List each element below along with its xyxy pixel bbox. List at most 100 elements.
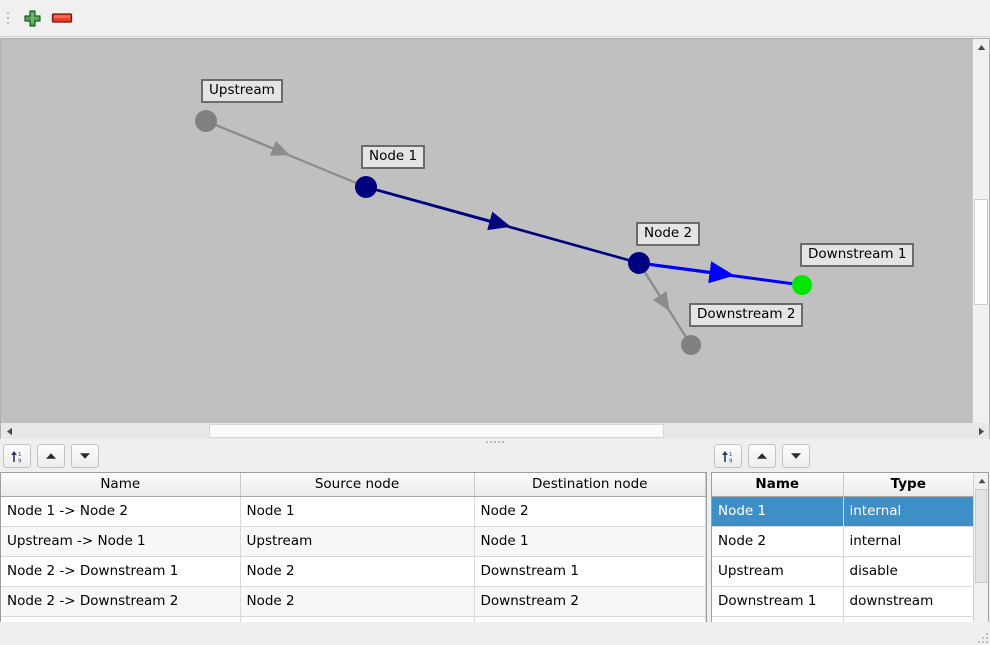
canvas-hscroll-thumb[interactable] bbox=[209, 424, 664, 438]
nodes-table-frame: Name Type Node 1 internal Node 2 interna… bbox=[711, 472, 989, 642]
table-row[interactable]: Node 2 -> Downstream 1 Node 2 Downstream… bbox=[1, 556, 706, 587]
graph-node-node1[interactable] bbox=[355, 176, 377, 198]
edge-upstream-node1-arrow bbox=[205, 119, 290, 156]
canvas-scroll-left-button[interactable] bbox=[1, 423, 17, 439]
edges-cell-destination: Node 1 bbox=[474, 526, 706, 557]
edges-pane-toolbar: 1 9 bbox=[0, 443, 99, 469]
pane-splitter[interactable] bbox=[0, 439, 990, 445]
nodes-scroll-thumb[interactable] bbox=[975, 489, 987, 583]
toolbar-drag-handle[interactable] bbox=[3, 7, 13, 29]
edges-table: Name Source node Destination node Node 1… bbox=[1, 473, 706, 638]
caret-up-icon bbox=[978, 478, 985, 483]
nodes-cell-name: Node 1 bbox=[712, 496, 844, 527]
edges-col-name[interactable]: Name bbox=[1, 473, 241, 497]
remove-node-button[interactable] bbox=[47, 4, 77, 32]
nodes-table-header-row: Name Type bbox=[712, 473, 974, 497]
edges-cell-destination: Node 2 bbox=[474, 496, 706, 527]
svg-text:1: 1 bbox=[18, 452, 21, 458]
sort-ascending-icon: 1 9 bbox=[11, 450, 22, 464]
caret-up-icon bbox=[46, 453, 56, 459]
canvas-horizontal-scrollbar[interactable] bbox=[0, 423, 990, 439]
caret-down-icon bbox=[791, 453, 801, 459]
nodes-move-up-button[interactable] bbox=[748, 444, 776, 468]
edges-cell-destination: Downstream 1 bbox=[474, 556, 706, 587]
caret-up-icon bbox=[757, 453, 767, 459]
edges-table-frame: Name Source node Destination node Node 1… bbox=[0, 472, 707, 642]
edges-cell-destination: Downstream 2 bbox=[474, 586, 706, 617]
window-resize-grip[interactable] bbox=[976, 631, 988, 643]
nodes-cell-name: Downstream 1 bbox=[712, 586, 844, 617]
canvas-scroll-up-button[interactable] bbox=[973, 39, 989, 55]
canvas-vscroll-track[interactable] bbox=[973, 55, 989, 420]
table-row[interactable]: Node 1 -> Node 2 Node 1 Node 2 bbox=[1, 496, 706, 527]
edges-pane: 1 9 Name Source n bbox=[0, 443, 709, 645]
graph-nodes bbox=[195, 110, 812, 355]
table-row[interactable]: Node 2 internal bbox=[712, 526, 974, 557]
graph-edges bbox=[205, 119, 803, 346]
table-row[interactable]: Downstream 1 downstream bbox=[712, 586, 974, 617]
nodes-table: Name Type Node 1 internal Node 2 interna… bbox=[712, 473, 974, 638]
edges-cell-source: Upstream bbox=[240, 526, 475, 557]
red-minus-icon bbox=[51, 13, 73, 23]
nodes-table-scrollbar[interactable] bbox=[973, 473, 988, 641]
nodes-sort-button[interactable]: 1 9 bbox=[714, 444, 742, 468]
edges-cell-source: Node 2 bbox=[240, 586, 475, 617]
table-row[interactable]: Node 1 internal bbox=[712, 496, 974, 527]
nodes-cell-name: Upstream bbox=[712, 556, 844, 587]
nodes-cell-name: Node 2 bbox=[712, 526, 844, 557]
main-toolbar bbox=[0, 0, 990, 37]
nodes-move-down-button[interactable] bbox=[782, 444, 810, 468]
canvas-vertical-scrollbar[interactable] bbox=[972, 39, 989, 436]
caret-right-icon bbox=[978, 427, 984, 435]
caret-up-icon bbox=[977, 44, 986, 50]
edges-move-down-button[interactable] bbox=[71, 444, 99, 468]
caret-down-icon bbox=[80, 453, 90, 459]
edges-move-up-button[interactable] bbox=[37, 444, 65, 468]
graph-canvas[interactable]: Upstream Node 1 Node 2 Downstream 1 Down… bbox=[0, 38, 990, 437]
edges-cell-name: Node 2 -> Downstream 1 bbox=[1, 556, 241, 587]
edge-node2-downstream1-arrow bbox=[638, 261, 735, 284]
table-row[interactable]: Node 2 -> Downstream 2 Node 2 Downstream… bbox=[1, 586, 706, 617]
edges-table-header-row: Name Source node Destination node bbox=[1, 473, 706, 497]
nodes-cell-type: disable bbox=[843, 556, 974, 587]
svg-text:9: 9 bbox=[729, 458, 733, 464]
nodes-cell-type: internal bbox=[843, 526, 974, 557]
graph-node-downstream1[interactable] bbox=[792, 275, 812, 295]
nodes-pane-toolbar: 1 9 bbox=[711, 443, 810, 469]
edges-sort-button[interactable]: 1 9 bbox=[3, 444, 31, 468]
graph-svg bbox=[195, 110, 812, 355]
nodes-col-type[interactable]: Type bbox=[843, 473, 974, 497]
graph-label-downstream1[interactable]: Downstream 1 bbox=[800, 243, 915, 267]
status-bar bbox=[0, 622, 990, 645]
graph-label-node2[interactable]: Node 2 bbox=[636, 222, 701, 246]
add-node-button[interactable] bbox=[17, 4, 47, 32]
nodes-col-name[interactable]: Name bbox=[712, 473, 844, 497]
graph-node-upstream[interactable] bbox=[195, 110, 217, 132]
edge-node1-node2-arrow bbox=[365, 185, 511, 231]
edges-cell-name: Upstream -> Node 1 bbox=[1, 526, 241, 557]
nodes-scroll-up-button[interactable] bbox=[974, 473, 988, 488]
edges-col-destination[interactable]: Destination node bbox=[474, 473, 706, 497]
edges-cell-source: Node 1 bbox=[240, 496, 475, 527]
nodes-cell-type: internal bbox=[843, 496, 974, 527]
edges-cell-source: Node 2 bbox=[240, 556, 475, 587]
canvas-scroll-right-button[interactable] bbox=[973, 423, 989, 439]
edges-cell-name: Node 1 -> Node 2 bbox=[1, 496, 241, 527]
graph-label-downstream2[interactable]: Downstream 2 bbox=[689, 303, 804, 327]
table-row[interactable]: Upstream -> Node 1 Upstream Node 1 bbox=[1, 526, 706, 557]
green-plus-icon bbox=[23, 9, 41, 27]
caret-left-icon bbox=[6, 427, 12, 435]
graph-node-node2[interactable] bbox=[628, 252, 650, 274]
sort-ascending-icon: 1 9 bbox=[722, 450, 733, 464]
nodes-cell-type: downstream bbox=[843, 586, 974, 617]
edges-col-source[interactable]: Source node bbox=[240, 473, 475, 497]
graph-node-downstream2[interactable] bbox=[681, 335, 701, 355]
svg-text:9: 9 bbox=[18, 458, 22, 464]
nodes-pane: 1 9 Name Type bbox=[711, 443, 990, 645]
table-row[interactable]: Upstream disable bbox=[712, 556, 974, 587]
graph-label-upstream[interactable]: Upstream bbox=[201, 79, 283, 103]
edges-cell-name: Node 2 -> Downstream 2 bbox=[1, 586, 241, 617]
canvas-vscroll-thumb[interactable] bbox=[974, 199, 988, 305]
graph-label-node1[interactable]: Node 1 bbox=[361, 145, 426, 169]
